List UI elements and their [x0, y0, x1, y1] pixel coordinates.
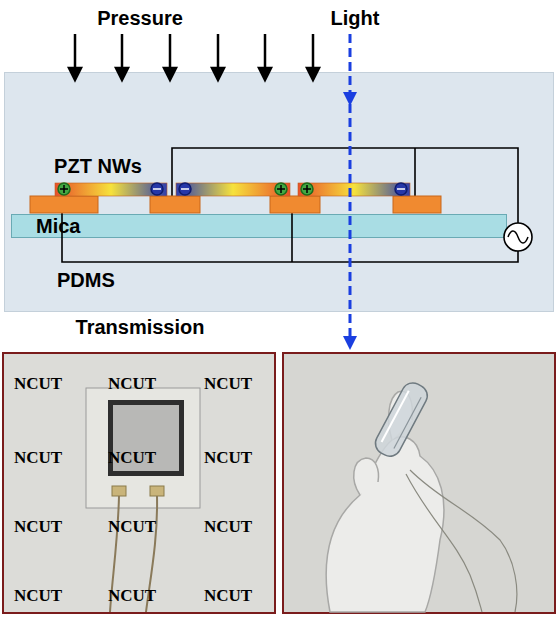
watermark-text: NCUT: [204, 517, 252, 537]
watermark-text: NCUT: [108, 586, 156, 606]
transmission-label: Transmission: [76, 316, 205, 339]
watermark-text: NCUT: [204, 374, 252, 394]
watermark-text: NCUT: [108, 374, 156, 394]
force-label: Pressure: [97, 7, 183, 30]
watermark-text: NCUT: [14, 586, 62, 606]
watermark-text: NCUT: [14, 517, 62, 537]
part-label: PZT NWs: [54, 155, 142, 178]
watermark-text: NCUT: [108, 517, 156, 537]
bent-device-photo: [283, 353, 555, 613]
watermark-text: NCUT: [14, 374, 62, 394]
device-photo: [3, 353, 275, 613]
watermark-text: NCUT: [204, 448, 252, 468]
light-label: Light: [331, 7, 380, 30]
mica-layer: Mica: [11, 214, 507, 238]
pdms-layer: PDMS Mica: [4, 72, 554, 312]
watermark-text: NCUT: [204, 586, 252, 606]
watermark-text: NCUT: [14, 448, 62, 468]
layer-label: PDMS: [57, 269, 115, 292]
layer-label: Mica: [36, 215, 80, 238]
watermark-text: NCUT: [108, 448, 156, 468]
